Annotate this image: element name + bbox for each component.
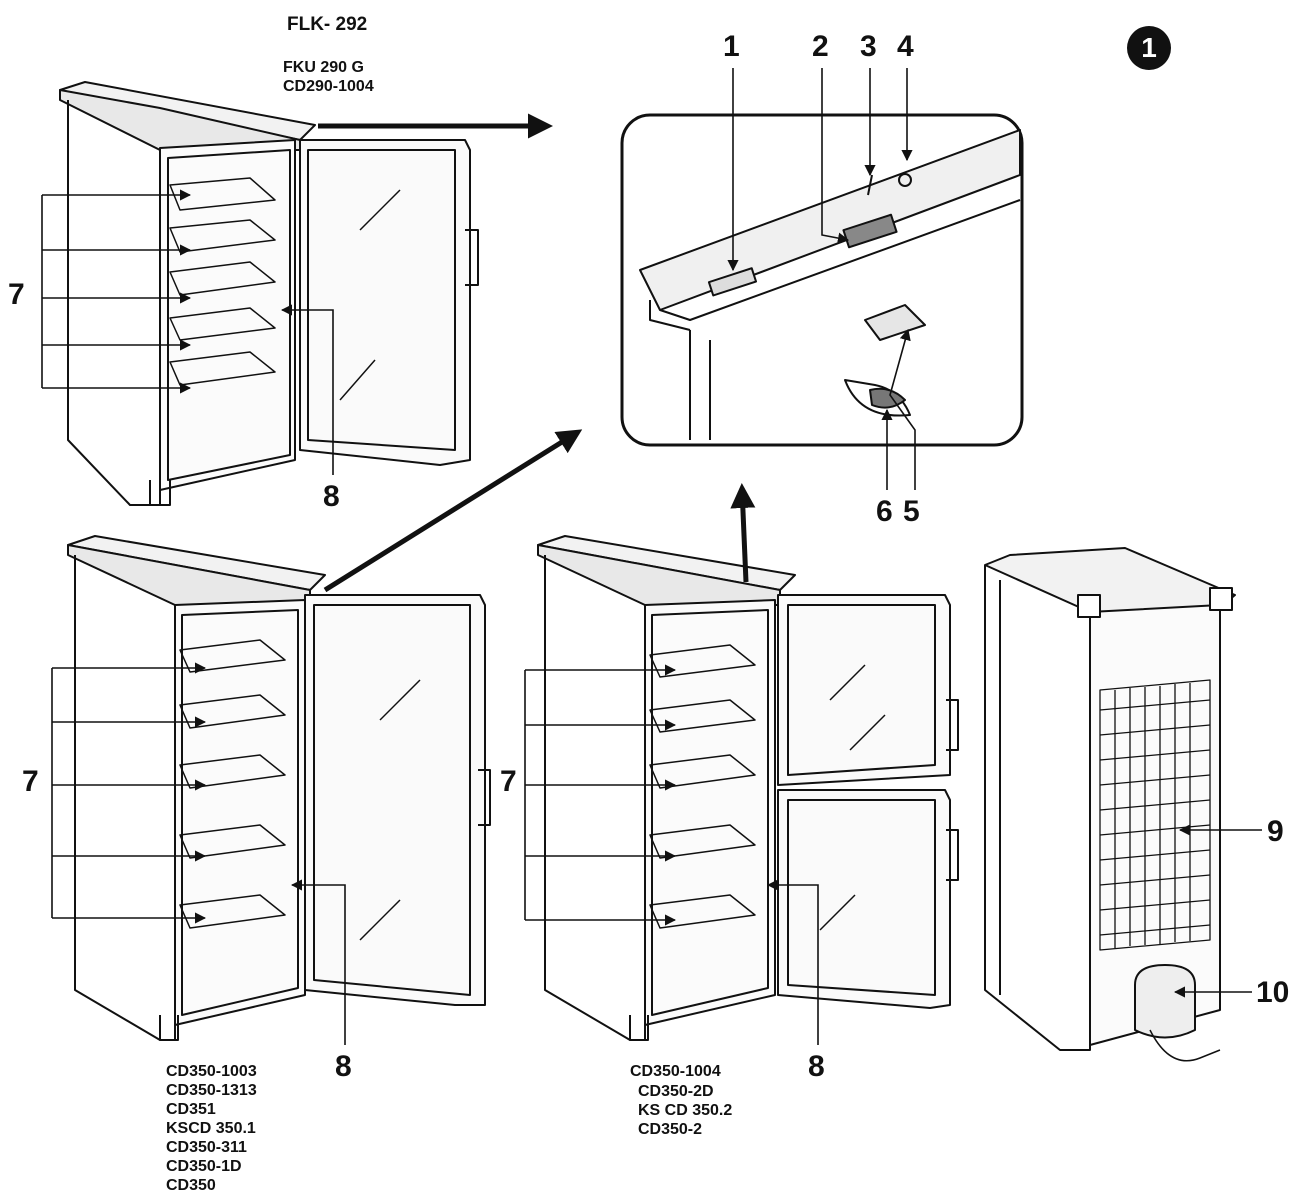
callout-8-middle: 8 — [808, 1050, 825, 1083]
callout-9: 9 — [1267, 815, 1284, 848]
model-label: CD350-311 — [166, 1139, 247, 1156]
callout-7-middle: 7 — [500, 765, 517, 798]
callout-2: 2 — [812, 30, 829, 63]
model-label: CD351 — [166, 1101, 216, 1118]
callout-6: 6 — [876, 495, 893, 528]
model-label-fku290g: FKU 290 G — [283, 59, 364, 76]
callout-7-left: 7 — [22, 765, 39, 798]
model-label-cd290-1004: CD290-1004 — [283, 78, 374, 95]
callout-8-left: 8 — [335, 1050, 352, 1083]
model-label: KS CD 350.2 — [638, 1102, 733, 1119]
fridge-bottom-middle-unit — [537, 535, 959, 1041]
fridge-rear-unit — [984, 547, 1236, 1062]
model-label: CD350 — [166, 1177, 216, 1194]
callout-7-top: 7 — [8, 278, 25, 311]
figure-number-badge: 1 — [1127, 26, 1171, 70]
model-label: CD350-1D — [166, 1158, 242, 1175]
model-label: CD350-2 — [638, 1121, 703, 1138]
callout-5: 5 — [903, 495, 920, 528]
callout-10: 10 — [1256, 976, 1290, 1009]
callout-4: 4 — [897, 30, 914, 63]
callout-1: 1 — [723, 30, 740, 63]
callout-3: 3 — [860, 30, 877, 63]
fridge-top-unit — [59, 81, 479, 506]
model-label: KSCD 350.1 — [166, 1120, 256, 1137]
model-label: CD350-2D — [638, 1083, 714, 1100]
callout-8-top: 8 — [323, 480, 340, 513]
model-label: CD350-1313 — [166, 1082, 257, 1099]
fridge-bottom-left-unit — [67, 535, 491, 1041]
model-label: CD350-1004 — [630, 1063, 721, 1080]
model-label: CD350-1003 — [166, 1063, 257, 1080]
model-label-flk292: FLK- 292 — [287, 14, 368, 35]
